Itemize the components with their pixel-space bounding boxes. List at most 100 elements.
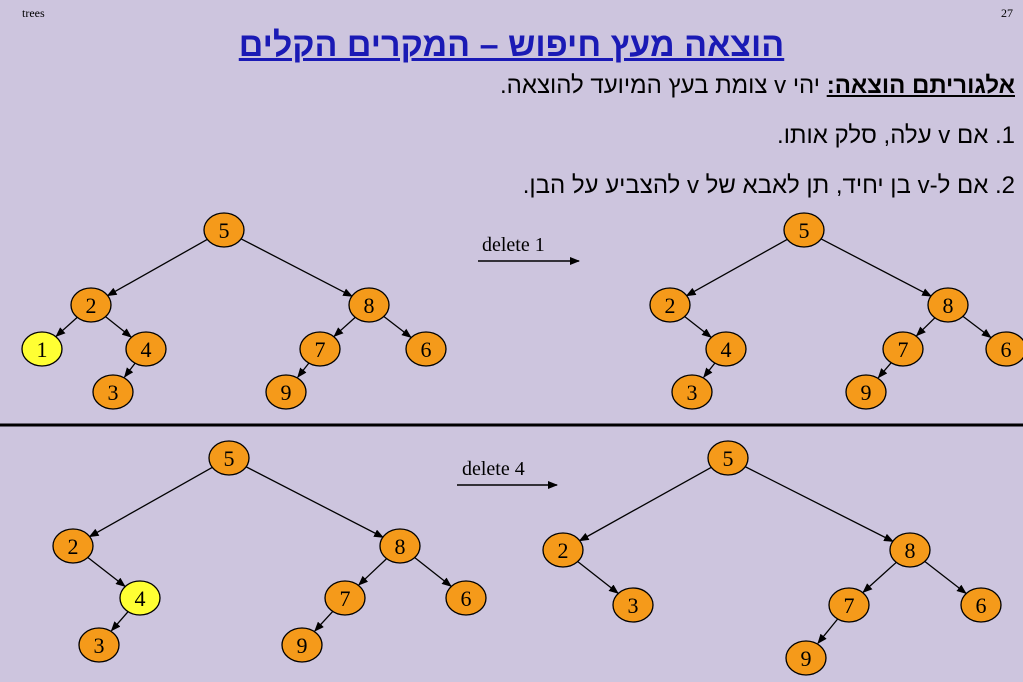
tree-top-after-node-label-4: 4 <box>721 337 732 362</box>
tree-top-before-edge-7-9 <box>297 362 310 378</box>
tree-bottom-after-node-3 <box>612 587 654 623</box>
tree-top-after-node-label-5: 5 <box>799 218 810 243</box>
tree-top-after-node-label-9: 9 <box>861 380 872 405</box>
tree-bottom-after-node-label-5: 5 <box>723 446 734 471</box>
tree-bottom-after-edge-7-9 <box>817 618 839 645</box>
tree-bottom-before-node-9 <box>281 627 323 663</box>
tree-bottom-after-node-2 <box>542 532 584 568</box>
tree-bottom-before-node-label-7: 7 <box>340 586 351 611</box>
step-2: 2. אם ל-v בן יחיד, תן לאבא של v להצביע ע… <box>522 172 1015 199</box>
tree-top-before-edge-2-4 <box>104 315 132 338</box>
tree-top-after-node-8 <box>927 287 969 323</box>
tree-bottom-before-node-label-3: 3 <box>94 633 105 658</box>
tree-top-after-node-label-8: 8 <box>943 293 954 318</box>
tree-bottom-before-node-3 <box>78 627 120 663</box>
tree-bottom-before-node-label-4: 4 <box>135 586 146 611</box>
algorithm-description: אלגוריתם הוצאה: יהי v צומת בעץ המיועד לה… <box>500 72 1015 100</box>
tree-bottom-after-node-9 <box>785 640 827 676</box>
tree-top-before-edge-8-7 <box>333 316 357 337</box>
algorithm-label: אלגוריתם הוצאה: <box>826 72 1015 99</box>
tree-top-after-node-5 <box>783 212 825 248</box>
tree-bottom-before-edge-5-8 <box>244 465 384 538</box>
tree-bottom-after-node-label-6: 6 <box>976 593 987 618</box>
tree-top-before-node-9 <box>265 374 307 410</box>
tree-bottom-before-node-8 <box>379 528 421 564</box>
tree-top-before-node-8 <box>348 287 390 323</box>
tree-top-before-node-label-1: 1 <box>37 337 48 362</box>
tree-top-before-edge-5-8 <box>239 237 354 297</box>
tree-bottom-before-node-label-2: 2 <box>68 534 79 559</box>
tree-bottom-after-node-7 <box>828 587 870 623</box>
tree-top-before-node-label-7: 7 <box>315 337 326 362</box>
tree-top-before-node-7 <box>299 331 341 367</box>
tree-top-before-node-label-8: 8 <box>364 293 375 318</box>
tree-top-after-edge-5-8 <box>819 237 933 297</box>
tree-top-after-node-label-6: 6 <box>1001 337 1012 362</box>
tree-bottom-after-edge-8-7 <box>862 561 898 593</box>
tree-top-after-node-label-3: 3 <box>687 380 698 405</box>
tree-top-before-edge-5-2 <box>106 238 209 297</box>
tree-top-before-node-4 <box>125 331 167 367</box>
tree-bottom-after-edge-5-2 <box>578 466 713 542</box>
tree-top-before-node-label-3: 3 <box>108 380 119 405</box>
tree-bottom-after-node-5 <box>707 440 749 476</box>
tree-top-after-node-2 <box>649 287 691 323</box>
tree-bottom-before-node-4-highlighted <box>119 580 161 616</box>
tree-bottom-before-node-6 <box>445 580 487 616</box>
tree-top-before-node-3 <box>92 374 134 410</box>
tree-top-after-node-label-2: 2 <box>665 293 676 318</box>
tree-top-after-edge-8-7 <box>915 317 936 337</box>
tree-top-after-node-9 <box>845 374 887 410</box>
tree-top-before-edge-8-6 <box>382 315 412 339</box>
tree-bottom-before-edge-8-6 <box>413 556 452 587</box>
page-number: 27 <box>1001 6 1013 20</box>
step-1: 1. אם v עלה, סלק אותו. <box>777 122 1015 149</box>
tree-bottom-before-node-label-8: 8 <box>395 534 406 559</box>
tree-bottom-after-node-label-3: 3 <box>628 593 639 618</box>
tree-bottom-before-edge-8-7 <box>358 557 388 586</box>
tree-bottom-after-node-label-8: 8 <box>905 538 916 563</box>
algorithm-text: יהי v צומת בעץ המיועד להוצאה. <box>500 72 827 99</box>
tree-top-after-node-6 <box>985 331 1023 367</box>
tree-bottom-after-node-label-9: 9 <box>801 646 812 671</box>
tree-bottom-before-edge-7-9 <box>314 610 334 632</box>
tree-bottom-after-node-label-2: 2 <box>558 538 569 563</box>
tree-top-after-edge-8-6 <box>961 315 992 339</box>
tree-bottom-before-node-2 <box>52 528 94 564</box>
operation-label-delete-4: delete 4 <box>462 458 525 480</box>
header-left-label: trees <box>22 6 45 20</box>
tree-top-after-edge-7-9 <box>877 362 892 379</box>
tree-top-before-edge-4-3 <box>123 362 136 378</box>
tree-bottom-after-edge-5-8 <box>743 465 894 543</box>
tree-bottom-after-edge-2-3 <box>576 560 619 594</box>
tree-bottom-after-node-label-7: 7 <box>844 593 855 618</box>
tree-top-before-node-6 <box>405 331 447 367</box>
tree-top-before-node-label-5: 5 <box>219 218 230 243</box>
operation-label-delete-1: delete 1 <box>482 234 545 256</box>
tree-bottom-before-node-label-6: 6 <box>461 586 472 611</box>
tree-top-before-edge-2-1 <box>55 316 79 337</box>
tree-bottom-before-edge-5-2 <box>88 466 214 538</box>
tree-top-before-node-label-6: 6 <box>421 337 432 362</box>
tree-top-before-node-1-highlighted <box>21 331 63 367</box>
tree-top-before-node-label-9: 9 <box>281 380 292 405</box>
tree-bottom-before-node-label-5: 5 <box>224 446 235 471</box>
tree-top-before-node-2 <box>70 287 112 323</box>
tree-bottom-after-edge-8-6 <box>923 560 967 594</box>
tree-bottom-after-node-8 <box>889 532 931 568</box>
tree-top-after-node-label-7: 7 <box>898 337 909 362</box>
tree-top-after-edge-2-4 <box>683 315 712 338</box>
tree-top-after-edge-5-2 <box>685 238 789 297</box>
tree-top-after-edge-4-3 <box>703 362 716 378</box>
tree-bottom-before-node-7 <box>324 580 366 616</box>
tree-top-after-node-3 <box>671 374 713 410</box>
tree-top-before-node-label-2: 2 <box>86 293 97 318</box>
page-title: הוצאה מעץ חיפוש – המקרים הקלים <box>238 26 785 64</box>
tree-bottom-before-edge-4-3 <box>110 611 129 632</box>
tree-top-before-node-label-4: 4 <box>141 337 152 362</box>
tree-bottom-before-edge-2-4 <box>86 556 126 587</box>
tree-top-before-node-5 <box>203 212 245 248</box>
tree-edges <box>55 237 992 645</box>
